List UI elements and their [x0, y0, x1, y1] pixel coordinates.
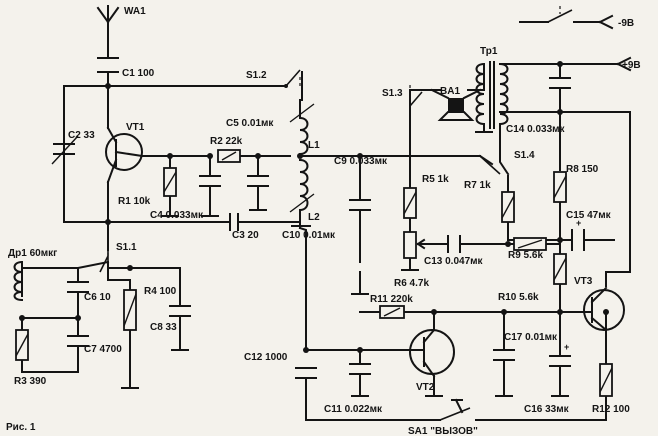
switch-s11: [99, 250, 109, 273]
label-r10: R10 5.6k: [498, 292, 539, 303]
resistor-r9: [513, 237, 547, 251]
label-r4: R4 100: [144, 286, 177, 297]
label-c16-plus: +: [564, 342, 569, 352]
label-r7: R7 1k: [464, 180, 491, 191]
ground-symbols: [121, 131, 569, 397]
label-c4: C4 0.033мк: [150, 210, 204, 221]
label-r1: R1 10k: [118, 196, 151, 207]
capacitor-c17: [493, 349, 515, 361]
label-c2: C2 33: [68, 130, 95, 141]
label-r11: R11 220k: [370, 294, 413, 305]
label-s12: S1.2: [246, 70, 267, 81]
label-c11: C11 0.022мк: [324, 404, 383, 415]
capacitor-c6: [67, 281, 89, 293]
label-s11: S1.1: [116, 242, 137, 253]
resistor-r11: [379, 305, 405, 319]
capacitor-c3: [229, 213, 239, 231]
switch-s14: [479, 155, 501, 175]
label-s13: S1.3: [382, 88, 403, 99]
potentiometer-r6: [403, 231, 431, 259]
antenna-wa1: [96, 5, 120, 24]
capacitor-c12: [295, 367, 317, 379]
label-r3: R3 390: [14, 376, 47, 387]
capacitor-c11: [349, 363, 371, 375]
label-c8: C8 33: [150, 322, 177, 333]
capacitor-c7: [67, 335, 89, 347]
label-c17: C17 0.01мк: [504, 332, 558, 343]
power-switch: [547, 6, 614, 30]
labels: WA1 C1 100 S1.2 C2 33 VT1 C5 0.01мк R2 2…: [6, 6, 641, 436]
resistor-r3: [15, 329, 29, 361]
label-wa1: WA1: [124, 6, 146, 17]
label-vt3: VT3: [574, 276, 593, 287]
capacitor-c13: [447, 235, 461, 253]
label-c14: C14 0.033мк: [506, 124, 566, 135]
label-c5: C5 0.01мк: [226, 118, 274, 129]
capacitor-c8: [169, 305, 191, 317]
speaker-ba1: [430, 88, 482, 121]
junction-dots: [19, 61, 609, 353]
transistor-vt2: [409, 328, 455, 378]
label-s14: S1.4: [514, 150, 535, 161]
label-ba1: BA1: [440, 86, 460, 97]
figure-caption: Рис. 1: [6, 422, 36, 433]
label-vt1: VT1: [126, 122, 145, 133]
label-c15: C15 47мк: [566, 210, 612, 221]
coil-l1-l2: [289, 103, 315, 213]
resistor-r12: [599, 363, 613, 397]
resistor-r7: [501, 191, 515, 223]
label-r5: R5 1k: [422, 174, 449, 185]
ganged-linkage: [107, 76, 411, 256]
resistor-r8: [553, 171, 567, 203]
capacitor-c5: [247, 175, 269, 187]
capacitor-c14: [549, 77, 571, 89]
label-plus9v: +9В: [622, 60, 641, 71]
label-vt2: VT2: [416, 382, 435, 393]
label-tr1: Тр1: [480, 46, 498, 57]
transistor-vt1: [105, 126, 144, 184]
capacitor-c1: [97, 57, 119, 73]
label-c7: C7 4700: [84, 344, 122, 355]
label-c13: C13 0.047мк: [424, 256, 484, 267]
label-c12: C12 1000: [244, 352, 288, 363]
resistor-r10: [553, 253, 567, 285]
resistor-r4: [123, 289, 137, 331]
label-r6: R6 4.7k: [394, 278, 429, 289]
label-c9: C9 0.033мк: [334, 156, 388, 167]
capacitor-c9: [349, 199, 371, 211]
label-c1: C1 100: [122, 68, 155, 79]
terminal-plus9v: [616, 56, 632, 72]
label-sa1: SA1 "ВЫЗОВ": [408, 426, 478, 436]
switch-s13: [409, 91, 423, 107]
resistor-r1: [163, 167, 177, 197]
label-c3: C3 20: [232, 230, 259, 241]
label-dr1: Др1 60мкг: [8, 248, 57, 259]
transformer-tr1: [475, 61, 509, 141]
capacitor-c16: [549, 355, 571, 367]
capacitor-c15: [571, 229, 585, 251]
label-r12: R12 100: [592, 404, 630, 415]
label-minus9v: -9В: [618, 18, 634, 29]
resistor-r5: [403, 187, 417, 219]
label-c6: C6 10: [84, 292, 111, 303]
label-c15-plus: +: [576, 218, 581, 228]
label-r2: R2 22k: [210, 136, 243, 147]
label-l2: L2: [308, 212, 320, 223]
label-r9: R9 5.6k: [508, 250, 543, 261]
capacitor-c4: [199, 175, 221, 187]
label-l1: L1: [308, 140, 320, 151]
choke-dr1: [13, 260, 24, 302]
transistor-vt3: [575, 286, 625, 332]
label-r8: R8 150: [566, 164, 599, 175]
resistor-r2: [217, 149, 241, 163]
capacitor-c2: [51, 135, 79, 165]
label-c10: C10 0.01мк: [282, 230, 336, 241]
switch-s12: [284, 69, 301, 88]
label-c16: C16 33мк: [524, 404, 570, 415]
wires: [21, 21, 631, 421]
button-sa1: [439, 398, 471, 421]
